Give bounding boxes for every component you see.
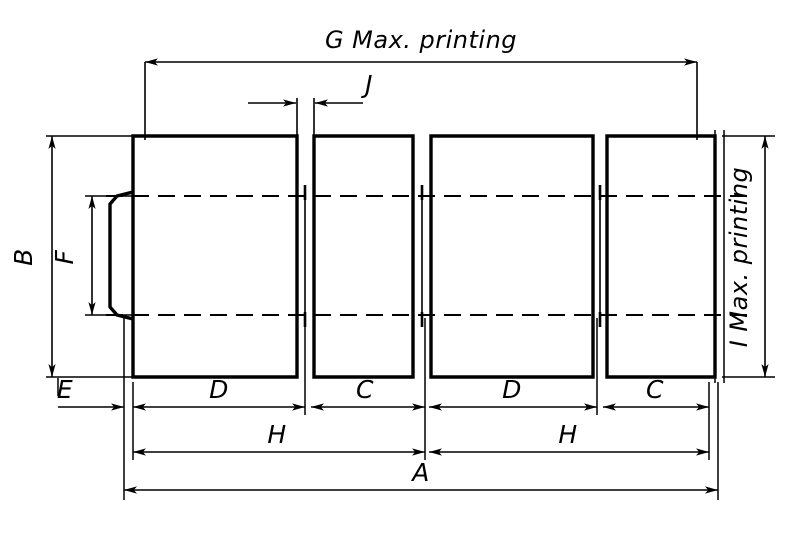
dimension-label-c-left: C [356, 375, 374, 404]
dimension-b: B [9, 136, 56, 377]
dimension-label-f: F [50, 249, 79, 264]
dimension-label-d-right: D [502, 375, 522, 404]
panel-4-outline [605, 134, 717, 379]
dimension-label-a: A [410, 458, 430, 487]
dimension-i: I Max. printing [725, 136, 769, 377]
panel-1-outline [131, 134, 299, 379]
panel-2-outline [312, 134, 415, 379]
dimension-label-g: G Max. printing [325, 26, 517, 54]
dimension-label-i: I Max. printing [725, 167, 753, 348]
panel-3-outline [429, 134, 595, 379]
dimension-row-h: H H [133, 420, 709, 456]
score-fold-lines [106, 195, 748, 316]
extension-lines [144, 62, 698, 140]
dimension-label-h-left: H [267, 420, 286, 449]
dimension-a: A [124, 458, 718, 494]
dimension-label-h-right: H [558, 420, 577, 449]
dimension-e: E [57, 375, 124, 411]
dimension-f: F [50, 196, 96, 315]
dimension-g: G Max. printing [145, 26, 697, 66]
panel-centre-lines [304, 196, 601, 315]
extension-lines-bottom [57, 318, 719, 500]
dimension-label-d-left: D [209, 375, 229, 404]
dimension-label-b: B [9, 248, 38, 266]
dimension-label-e: E [57, 375, 73, 404]
dimension-row-dc: D C D C [133, 375, 709, 411]
dimension-label-c-right: C [646, 375, 664, 404]
